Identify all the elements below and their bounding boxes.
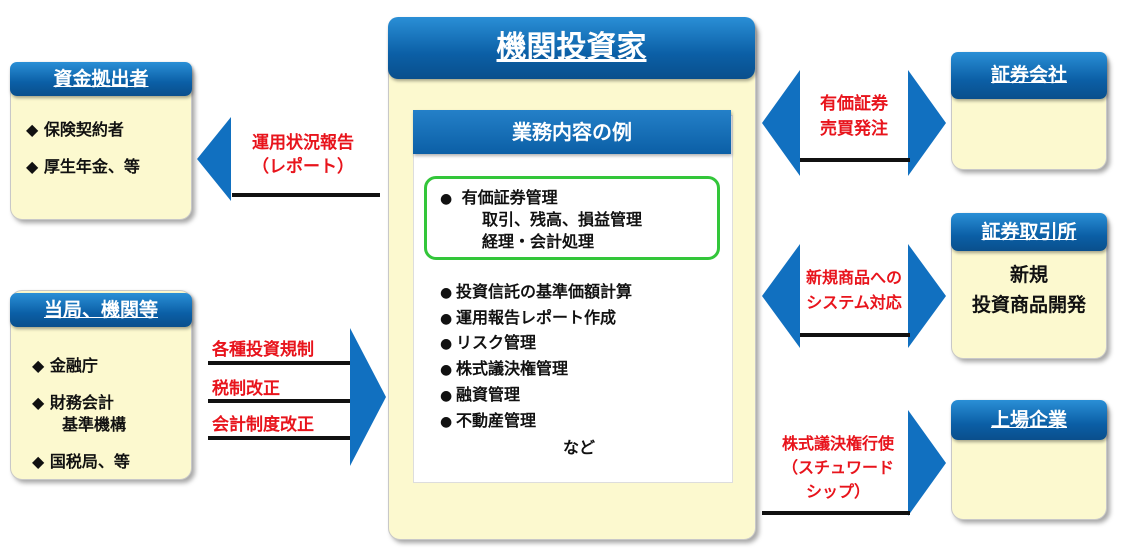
- bullet-dot-icon: ●: [440, 414, 453, 430]
- left-arrow-icon: [762, 70, 800, 176]
- report-arrow-label: 運用状況報告 （レポート）: [252, 133, 354, 177]
- right-arrow-icon: [908, 410, 946, 516]
- right-arrow-icon: [908, 244, 946, 348]
- fund-contributor-item: ◆ 保険契約者: [26, 120, 124, 139]
- regulation-line: [208, 361, 352, 365]
- bullet-dot-icon: ●: [440, 191, 453, 207]
- authority-item: ◆ 国税局、等: [32, 452, 130, 471]
- diamond-bullet-icon: ◆: [26, 120, 44, 139]
- securities-order-label: 有価証券 売買発注: [820, 94, 888, 139]
- voting-rights-line: [762, 511, 910, 515]
- system-support-label: 新規商品への システム対応: [805, 268, 902, 312]
- securities-company-title: 証券会社: [951, 52, 1107, 99]
- authorities-title: 当局、機関等: [10, 293, 192, 327]
- business-item: ●株式議決権管理: [440, 358, 568, 381]
- stock-exchange-title: 証券取引所: [951, 213, 1107, 251]
- left-arrow-icon: [762, 244, 800, 348]
- accounting-reform-label: 会計制度改正: [212, 415, 314, 435]
- business-item: ●不動産管理: [440, 410, 536, 433]
- diamond-bullet-icon: ◆: [32, 452, 50, 471]
- business-item: ●運用報告レポート作成: [440, 307, 616, 330]
- right-arrow-icon: [908, 70, 946, 176]
- diamond-bullet-icon: ◆: [32, 356, 50, 375]
- bullet-dot-icon: ●: [440, 362, 453, 378]
- fund-contributor-item: ◆ 厚生年金、等: [26, 157, 140, 176]
- securities-order-line: [800, 158, 910, 162]
- securities-management-sub2: 経理・会計処理: [482, 232, 595, 251]
- fund-contributors-title: 資金拠出者: [10, 62, 192, 96]
- report-arrow-line: [232, 193, 380, 197]
- new-product-label: 新規 投資商品開発: [971, 264, 1086, 316]
- diamond-bullet-icon: ◆: [32, 393, 50, 412]
- business-examples-header: 業務内容の例: [413, 110, 731, 154]
- authority-item: ◆ 財務会計: [32, 393, 114, 412]
- listed-company-title: 上場企業: [951, 400, 1107, 440]
- voting-rights-label: 株式議決権行使 （スチュワード シップ）: [781, 434, 894, 501]
- tax-reform-label: 税制改正: [212, 379, 280, 399]
- business-item: ●リスク管理: [440, 332, 536, 355]
- securities-management-highlight: [424, 176, 720, 260]
- authority-item-line2: 基準機構: [62, 415, 127, 434]
- right-arrow-icon: [350, 328, 386, 466]
- business-item: ●投資信託の基準価額計算: [440, 281, 632, 304]
- left-arrow-icon: [197, 117, 231, 201]
- business-item: ●融資管理: [440, 384, 520, 407]
- diamond-bullet-icon: ◆: [26, 157, 44, 176]
- securities-management-sub1: 取引、残高、損益管理: [482, 210, 643, 229]
- accounting-reform-line: [208, 436, 352, 440]
- securities-management-item: ● 有価証券管理: [440, 187, 558, 210]
- bullet-dot-icon: ●: [440, 311, 453, 327]
- bullet-dot-icon: ●: [440, 388, 453, 404]
- bullet-dot-icon: ●: [440, 336, 453, 352]
- system-support-line: [800, 333, 910, 337]
- authority-item: ◆ 金融庁: [32, 356, 98, 375]
- institutional-investor-title: 機関投資家: [388, 17, 755, 79]
- regulation-label: 各種投資規制: [212, 340, 314, 360]
- tax-reform-line: [208, 399, 352, 403]
- bullet-dot-icon: ●: [440, 285, 453, 301]
- etc-label: など: [563, 438, 596, 457]
